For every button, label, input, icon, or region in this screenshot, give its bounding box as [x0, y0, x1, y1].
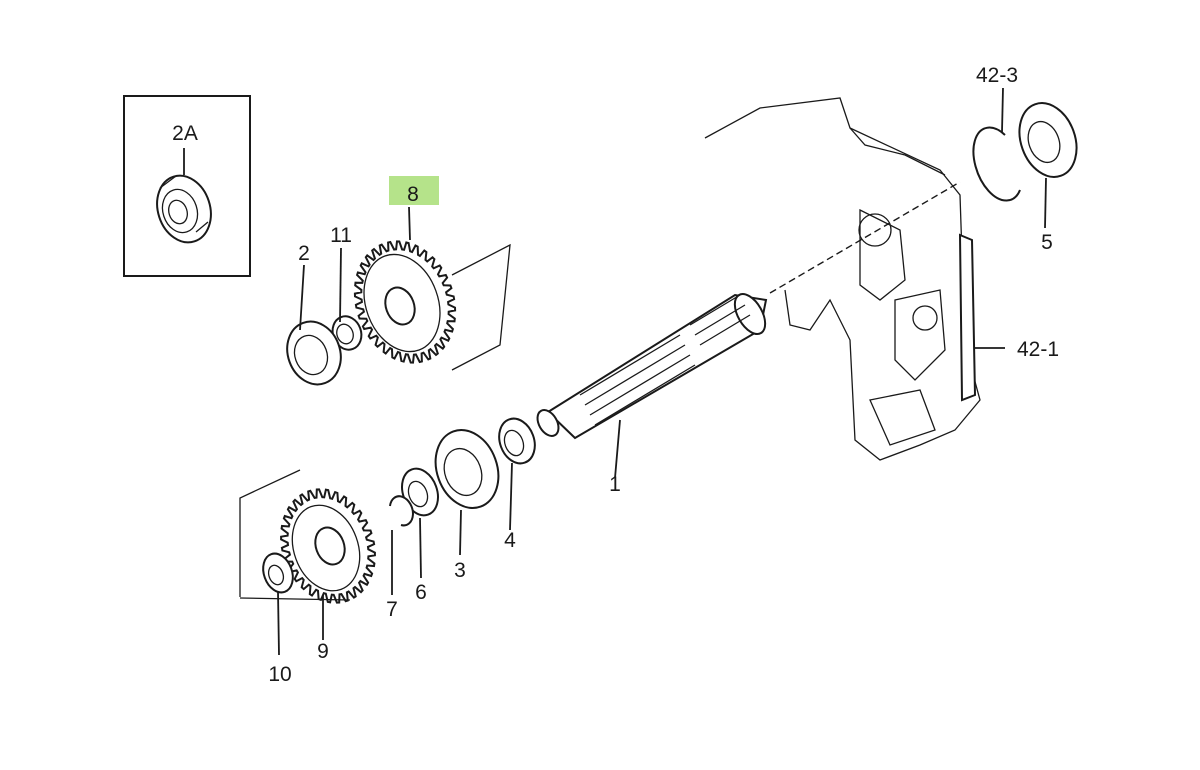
- callout-7: 7: [386, 598, 398, 621]
- callout-2a: 2A: [172, 122, 198, 145]
- bearing-group: [389, 417, 536, 595]
- inset-box-2a: [123, 95, 251, 277]
- callout-10: 10: [268, 663, 291, 686]
- callout-9: 9: [317, 640, 329, 663]
- transmission-housing: [704, 97, 1005, 461]
- main-shaft: [536, 181, 961, 479]
- callout-3: 3: [454, 559, 466, 582]
- callout-1: 1: [609, 473, 621, 496]
- callout-42-3: 42-3: [976, 64, 1018, 87]
- callout-42-1: 42-1: [1017, 338, 1059, 361]
- callout-11: 11: [330, 224, 352, 247]
- callout-8[interactable]: 8: [407, 183, 419, 206]
- callout-5: 5: [1041, 231, 1053, 254]
- gear-9-assembly: [239, 469, 376, 656]
- callout-4: 4: [504, 529, 516, 552]
- callout-6: 6: [415, 581, 427, 604]
- seal-group: [972, 87, 1078, 229]
- gear-8-assembly: [286, 206, 511, 386]
- callout-2: 2: [298, 242, 310, 265]
- highlight-8: [389, 176, 439, 205]
